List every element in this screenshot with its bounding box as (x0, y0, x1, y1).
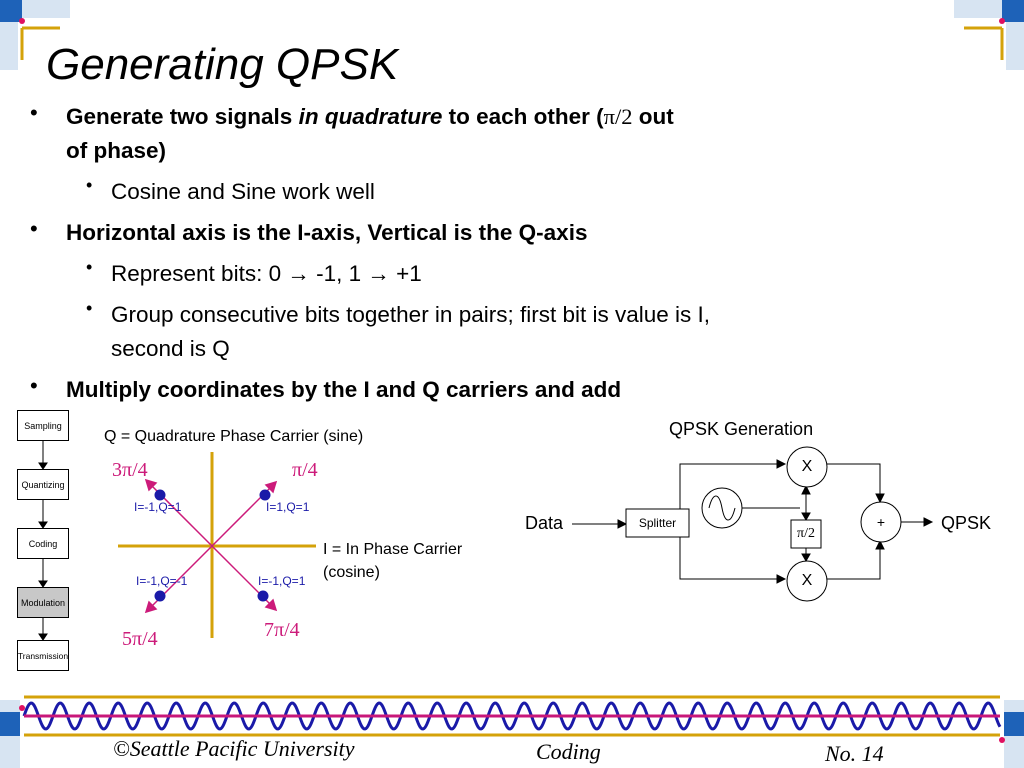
arrowhead-q1 (264, 480, 278, 494)
adder-label: + (876, 514, 886, 530)
angle-label-3pi-4: 3π/4 (112, 459, 148, 481)
data-input-label: Data (525, 513, 564, 533)
phase-shift-box (790, 519, 822, 549)
point-label-q4: I=-1,Q=1 (258, 574, 306, 588)
i-axis-label-line-1: I = In Phase Carrier (323, 541, 463, 558)
bottom-to-adder-path (827, 548, 881, 580)
splitter-label: Splitter (638, 516, 677, 530)
q-axis-label: Q = Quadrature Phase Carrier (sine) (104, 428, 364, 445)
slide-title: Generating QPSK (46, 40, 399, 89)
point-label-q2: I=-1,Q=1 (134, 500, 182, 514)
splitter-box (625, 508, 690, 538)
bullet-3: Multiply coordinates by the I and Q carr… (66, 377, 622, 402)
oscillator-sine-icon (708, 495, 736, 521)
bullet-1-emphasis: in quadrature (298, 104, 443, 129)
data-input-arrowhead (617, 519, 628, 529)
i-axis-label-line-2: (cosine) (323, 564, 380, 581)
multiplier-bottom-circle (786, 560, 828, 602)
flow-step-coding: Coding (17, 528, 69, 559)
arrowhead-q2 (144, 478, 158, 492)
flow-step-modulation: Modulation (17, 587, 69, 618)
point-q2 (154, 489, 166, 501)
point-q1 (259, 489, 271, 501)
carrier-to-top-arrowhead (801, 484, 811, 495)
bullet-1-text-b: to each other ( (442, 104, 604, 129)
splitter-top-path (679, 463, 779, 509)
splitter-bottom-path (679, 537, 779, 580)
output-arrowhead (923, 517, 934, 527)
multiplier-top-circle (786, 446, 828, 488)
bullet-1-text-c: out (632, 104, 674, 129)
sub-bullet-3-line-1: Group consecutive bits together in pairs… (111, 302, 711, 327)
splitter-bottom-arrowhead (776, 574, 787, 584)
bullet-1: Generate two signals in quadrature to ea… (66, 100, 674, 134)
top-to-adder-path (827, 463, 881, 495)
corner-decoration-bottom-right (999, 700, 1024, 768)
bullet-1-pi: π/2 (603, 104, 633, 129)
point-label-q1: I=1,Q=1 (266, 500, 310, 514)
point-q4 (257, 590, 269, 602)
flow-step-sampling: Sampling (17, 410, 69, 441)
corner-decoration-top-left (0, 0, 70, 70)
angle-label-pi-4: π/4 (292, 459, 318, 481)
footer-page-number: No. 14 (825, 741, 884, 766)
multiplier-bottom-label: X (801, 572, 813, 589)
bullet-1-line-2: of phase) (66, 138, 167, 163)
flow-step-quantizing: Quantizing (17, 469, 69, 500)
angle-label-5pi-4: 5π/4 (122, 628, 158, 650)
bullet-2: Horizontal axis is the I-axis, Vertical … (66, 220, 588, 245)
multiplier-top-label: X (801, 458, 813, 475)
vector-q3 (145, 545, 213, 613)
sub-bullet-3-line-2: second is Q (111, 336, 230, 361)
qpsk-output-label: QPSK (941, 513, 992, 533)
corner-decoration-top-right (954, 0, 1024, 70)
angle-label-7pi-4: 7π/4 (264, 619, 300, 641)
phase-shift-label: π/2 (797, 526, 815, 541)
constellation-diagram (118, 452, 316, 638)
phase-to-bottom-arrowhead (801, 553, 811, 563)
footer-copyright: ©Seattle Pacific University (113, 736, 355, 761)
splitter-top-arrowhead (776, 459, 787, 469)
arrowhead-q4 (264, 598, 278, 612)
arrowhead-q3 (144, 600, 158, 614)
footer-wave-band (22, 695, 1002, 737)
bottom-to-adder-arrowhead (875, 539, 885, 550)
sub-bullet-2: Represent bits: 0 → -1, 1 → +1 (111, 261, 422, 286)
bullet-1-text-a: Generate two signals (66, 104, 299, 129)
corner-decoration-bottom-left (0, 700, 25, 768)
point-q3 (154, 590, 166, 602)
flow-step-transmission: Transmission (17, 640, 69, 671)
qpsk-generation-title: QPSK Generation (669, 419, 814, 439)
footer-section: Coding (536, 739, 601, 764)
process-flow-arrows (38, 441, 48, 641)
carrier-to-phase-arrowhead (801, 512, 811, 522)
top-to-adder-arrowhead (875, 493, 885, 504)
point-label-q3: I=-1,Q=-1 (136, 574, 188, 588)
qpsk-generator-diagram (572, 446, 934, 602)
sub-bullet-1: Cosine and Sine work well (111, 179, 375, 204)
